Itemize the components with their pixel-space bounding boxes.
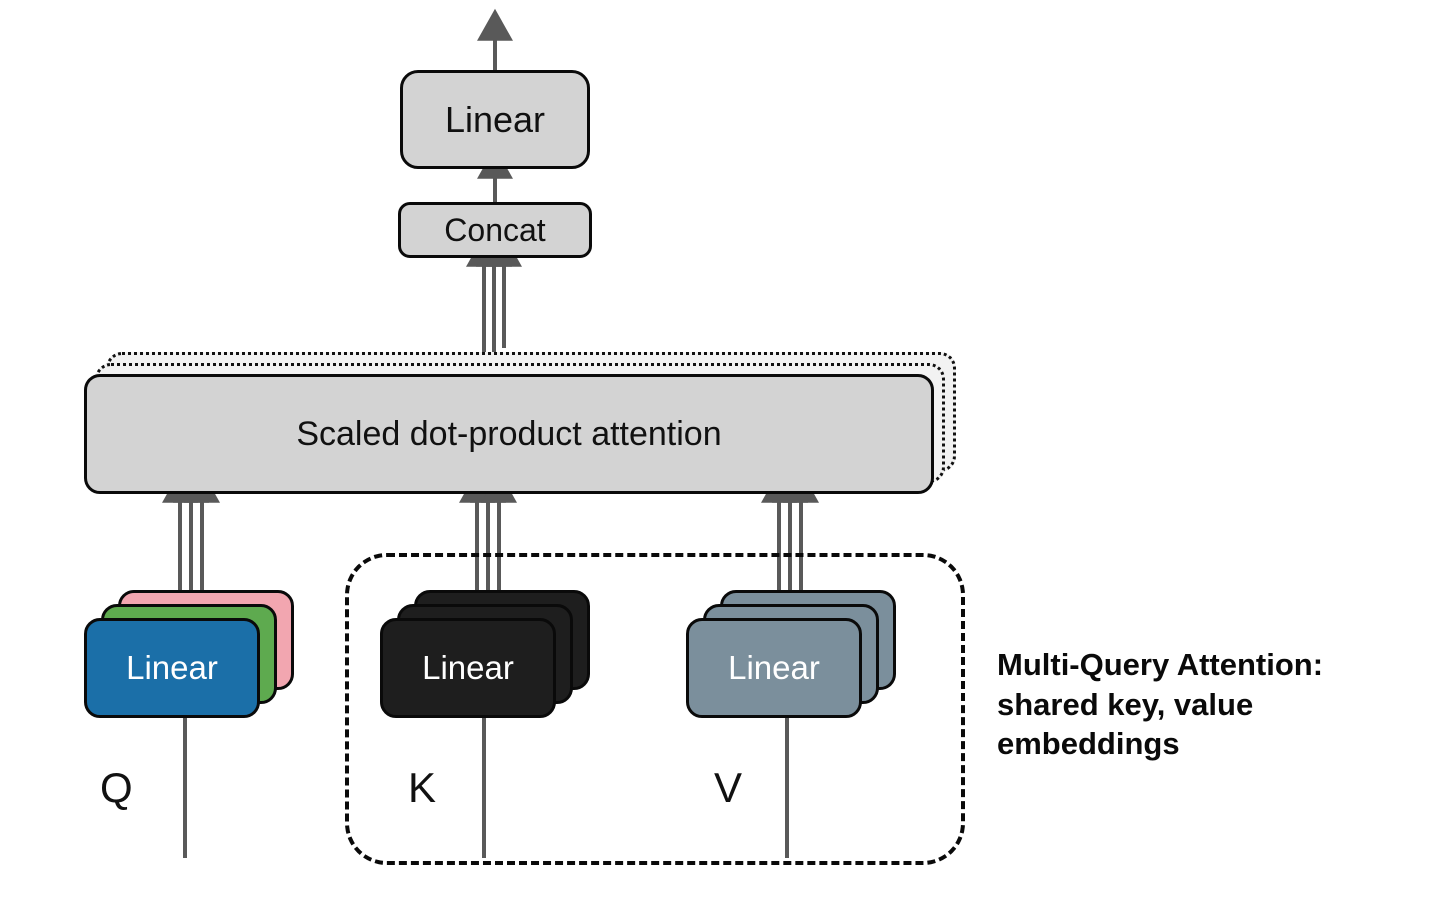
input-label-q: Q [100, 764, 133, 811]
input-label-k: K [408, 764, 437, 811]
concat-block[interactable]: Concat [398, 202, 592, 258]
k-linear-stack: Linear [380, 590, 590, 718]
arrow-group-v-to-attention [761, 470, 819, 600]
attention-block-stack: Scaled dot-product attention [84, 352, 964, 497]
input-label-v: V [714, 764, 743, 811]
attention-block[interactable]: Scaled dot-product attention [84, 374, 934, 494]
caption-line-3: embeddings [997, 726, 1180, 762]
caption-multi-query-attention: Multi-Query Attention: shared key, value… [997, 645, 1417, 764]
v-linear-stack: Linear [686, 590, 896, 718]
linear-output-block[interactable]: Linear [400, 70, 590, 169]
shared-kv-group-outline [345, 553, 965, 865]
arrow-group-q-to-attention [162, 470, 220, 600]
caption-line-1: Multi-Query Attention: [997, 647, 1324, 682]
q-linear-head-1[interactable]: Linear [84, 618, 260, 718]
k-linear-head-1[interactable]: Linear [380, 618, 556, 718]
v-linear-head-1[interactable]: Linear [686, 618, 862, 718]
q-linear-stack: Linear [84, 590, 294, 718]
arrow-group-k-to-attention [459, 470, 517, 600]
caption-line-2: shared key, value [997, 686, 1254, 722]
